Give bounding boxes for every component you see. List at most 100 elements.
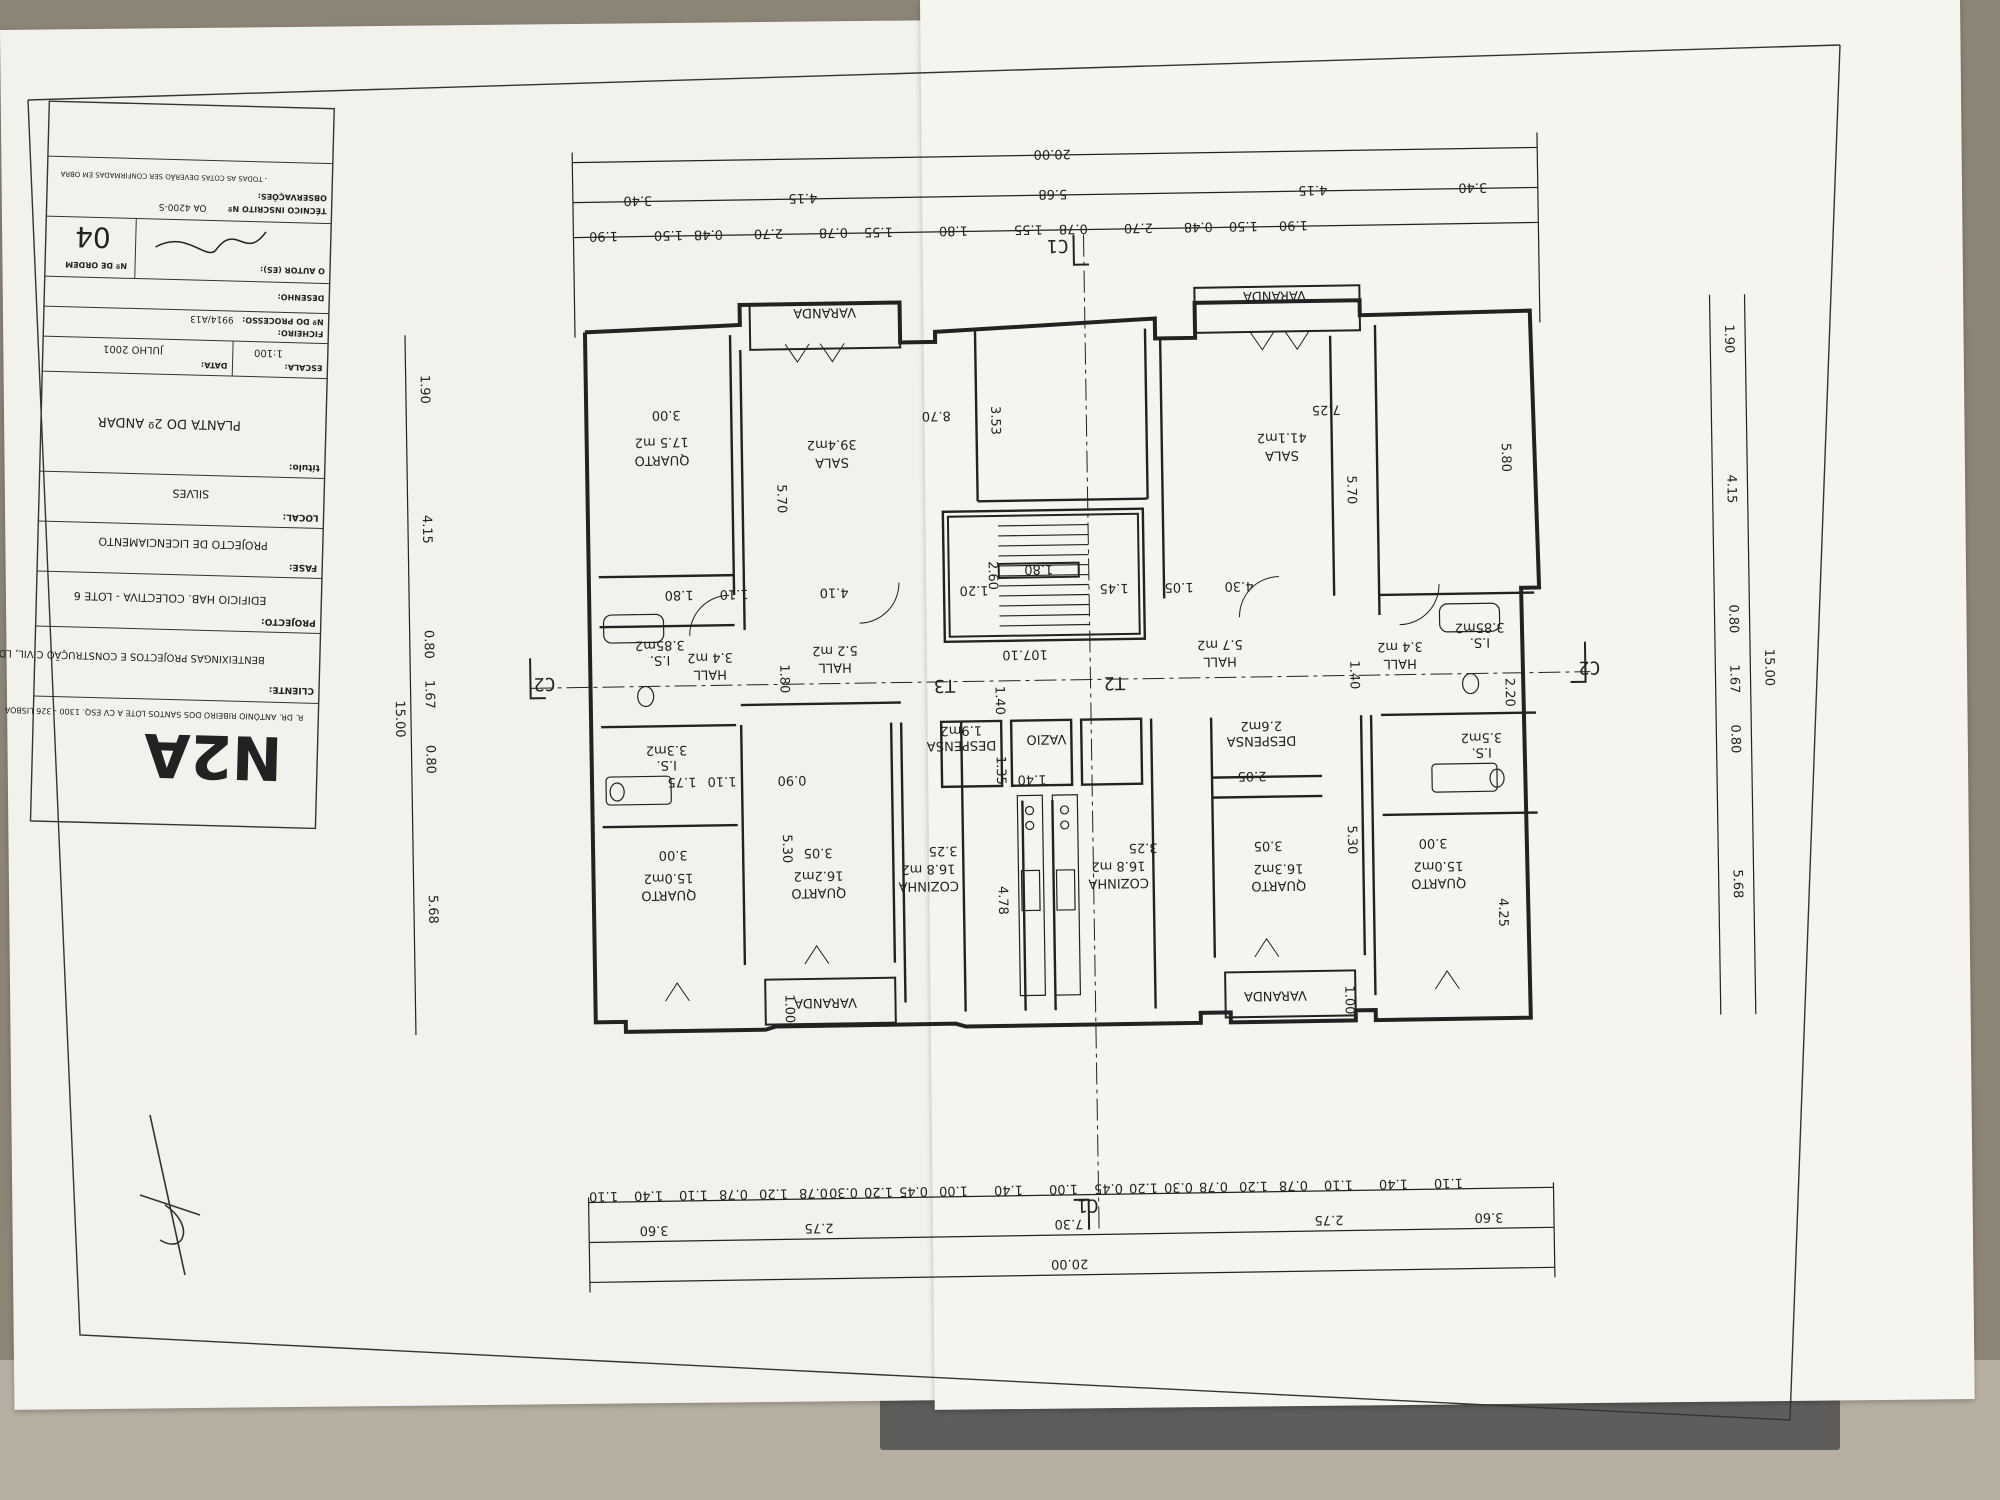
- room-name: HALL: [693, 666, 727, 682]
- dim-label: 0.78: [819, 224, 848, 239]
- room-name: VARANDA: [1244, 987, 1307, 1003]
- dim-label: 1.20: [1129, 1180, 1158, 1195]
- dim-label: 1.50: [654, 227, 683, 242]
- room-name: QUARTO: [1411, 875, 1466, 891]
- room-area: 16.8 m2: [1091, 858, 1145, 874]
- dim-label: 1.90: [417, 375, 432, 404]
- dim-label: 20.00: [1033, 146, 1070, 162]
- processo-label: Nº DO PROCESSO:: [242, 315, 324, 326]
- dim-label: 1.80: [664, 587, 693, 602]
- room-name: DESPENSA: [1226, 732, 1296, 748]
- dim-label: 0.48: [1184, 219, 1213, 234]
- interior-dimensions-vertical: 5.70 5.70 5.80 3.53 2.60 1.80 1.40 1.40 …: [773, 406, 1517, 1023]
- dim-label: 1.80: [776, 664, 791, 693]
- dim-label: 1.05: [1164, 579, 1193, 594]
- dim-label: 3.40: [1458, 179, 1487, 194]
- dim-label: 0.78: [719, 1186, 748, 1201]
- dim-label: 4.15: [419, 515, 434, 544]
- dim-label: 1.80: [1024, 561, 1053, 576]
- escala-value: 1:100: [254, 347, 283, 359]
- room-area: 5.2 m2: [812, 642, 858, 658]
- varanda-top-left: [748, 301, 902, 351]
- dim-label: 2.20: [1501, 678, 1516, 707]
- dim-label: 1.20: [959, 582, 988, 597]
- room-area: 3.5m2: [1460, 729, 1502, 745]
- door-swings: [665, 330, 1460, 1002]
- dim-label: 4.15: [1723, 474, 1738, 503]
- room-name: I.S.: [650, 652, 671, 667]
- handwritten-mark: [139, 1114, 201, 1276]
- dimension-lines: [404, 132, 1757, 1293]
- room-area: 3.3m2: [646, 742, 688, 758]
- local-label: LOCAL:: [282, 511, 318, 522]
- room-area: 15.0m2: [643, 870, 693, 886]
- dim-label: 3.25: [929, 843, 958, 858]
- dim-label: 4.15: [788, 190, 817, 205]
- level-mark: 107.10: [1002, 646, 1048, 662]
- tag-t2: T2: [1104, 672, 1126, 693]
- dim-label: 0.30: [1164, 1179, 1193, 1194]
- room-area: 3.85m2: [635, 637, 685, 653]
- dim-label: 3.00: [659, 847, 688, 862]
- dim-label: 5.68: [1730, 869, 1745, 898]
- room-area: 3.4 m2: [1377, 638, 1423, 654]
- dim-label: 0.45: [899, 1183, 928, 1198]
- escala-label: ESCALA:: [284, 362, 322, 372]
- observacoes-label: OBSERVAÇÕES:: [258, 192, 327, 205]
- dim-label: 1.00: [781, 994, 796, 1023]
- section-mark-labels: C1 C1 C2 C2 T3 T2: [534, 235, 1601, 1216]
- logo-text: N2A: [142, 719, 283, 793]
- tecnico-value: OA 4200-S: [158, 201, 206, 212]
- dim-label: 1.90: [1279, 217, 1308, 232]
- room-name: DESPENSA: [926, 737, 996, 753]
- title-block: N2A R. DR. ANTÓNIO RIBEIRO DOS SANTOS LO…: [0, 100, 335, 830]
- dim-label: 4.10: [819, 584, 848, 599]
- room-area: 1.9m2: [940, 722, 982, 738]
- dim-label: 0.78: [799, 1185, 828, 1200]
- dim-label: 1.50: [1229, 218, 1258, 233]
- dim-label: 1.80: [939, 222, 968, 237]
- dim-label: 2.70: [1124, 219, 1153, 234]
- cliente-value: BENTEIXINGAS PROJECTOS E CONSTRUÇÃO CIVI…: [0, 647, 265, 667]
- room-area: 17.5 m2: [635, 434, 689, 450]
- room-name: COZINHA: [1088, 875, 1149, 891]
- titulo-label: título:: [289, 462, 320, 473]
- dim-label: 4.15: [1298, 182, 1327, 197]
- data-label: DATA:: [201, 360, 228, 370]
- left-dimension-labels: 15.00 1.90 4.15 0.80 1.67 0.80 5.68: [392, 375, 441, 924]
- dim-label: 1.40: [1379, 1176, 1408, 1191]
- dim-label: 5.30: [779, 834, 794, 863]
- dim-label: 3.00: [1418, 835, 1447, 850]
- kitchen-counters: [1016, 794, 1082, 997]
- dim-label: 1.10: [1434, 1175, 1463, 1190]
- dim-label: 1.20: [1239, 1178, 1268, 1193]
- dim-label: 0.90: [777, 772, 806, 787]
- room-area: 16.3m2: [1253, 860, 1303, 876]
- dim-label: 0.78: [1279, 1177, 1308, 1192]
- interior-dimensions: 3.00 8.70 7.25 1.80 4.10 4.30 1.80 1.10 …: [652, 402, 1448, 863]
- dim-label: 0.80: [1725, 604, 1740, 633]
- dim-label: 5.70: [1343, 475, 1358, 504]
- dim-label: 2.75: [804, 1220, 833, 1235]
- dim-label: 3.53: [987, 406, 1002, 435]
- dim-label: 0.80: [422, 745, 437, 774]
- dim-label: 5.68: [1038, 186, 1067, 201]
- varanda-bottom-left: [764, 976, 897, 1026]
- tecnico-label: TÉCNICO INSCRITO Nº: [227, 204, 326, 218]
- dim-label: 0.78: [1059, 221, 1088, 236]
- dim-label: 1.90: [1721, 324, 1736, 353]
- room-area: 15.0m2: [1413, 858, 1463, 874]
- top-dimension-labels: 20.00 3.40 4.15 5.68 4.15 3.40 1.90 1.50…: [589, 146, 1488, 244]
- dim-label: 3.25: [1129, 839, 1158, 854]
- section-c2-right: C2: [1578, 657, 1600, 678]
- dim-label: 0.78: [1199, 1178, 1228, 1193]
- plan: VARANDA VARANDA QUARTO 17.5 m2 SALA 39.4…: [392, 132, 1777, 1293]
- dim-label: 1.00: [1341, 985, 1356, 1014]
- room-area: 16.8 m2: [901, 861, 955, 877]
- projecto-value: EDIFICIO HAB. COLECTIVA - LOTE 6: [74, 589, 267, 607]
- interior-walls: [598, 324, 1538, 1012]
- dim-label: 1.20: [864, 1184, 893, 1199]
- room-name: HALL: [1203, 653, 1237, 669]
